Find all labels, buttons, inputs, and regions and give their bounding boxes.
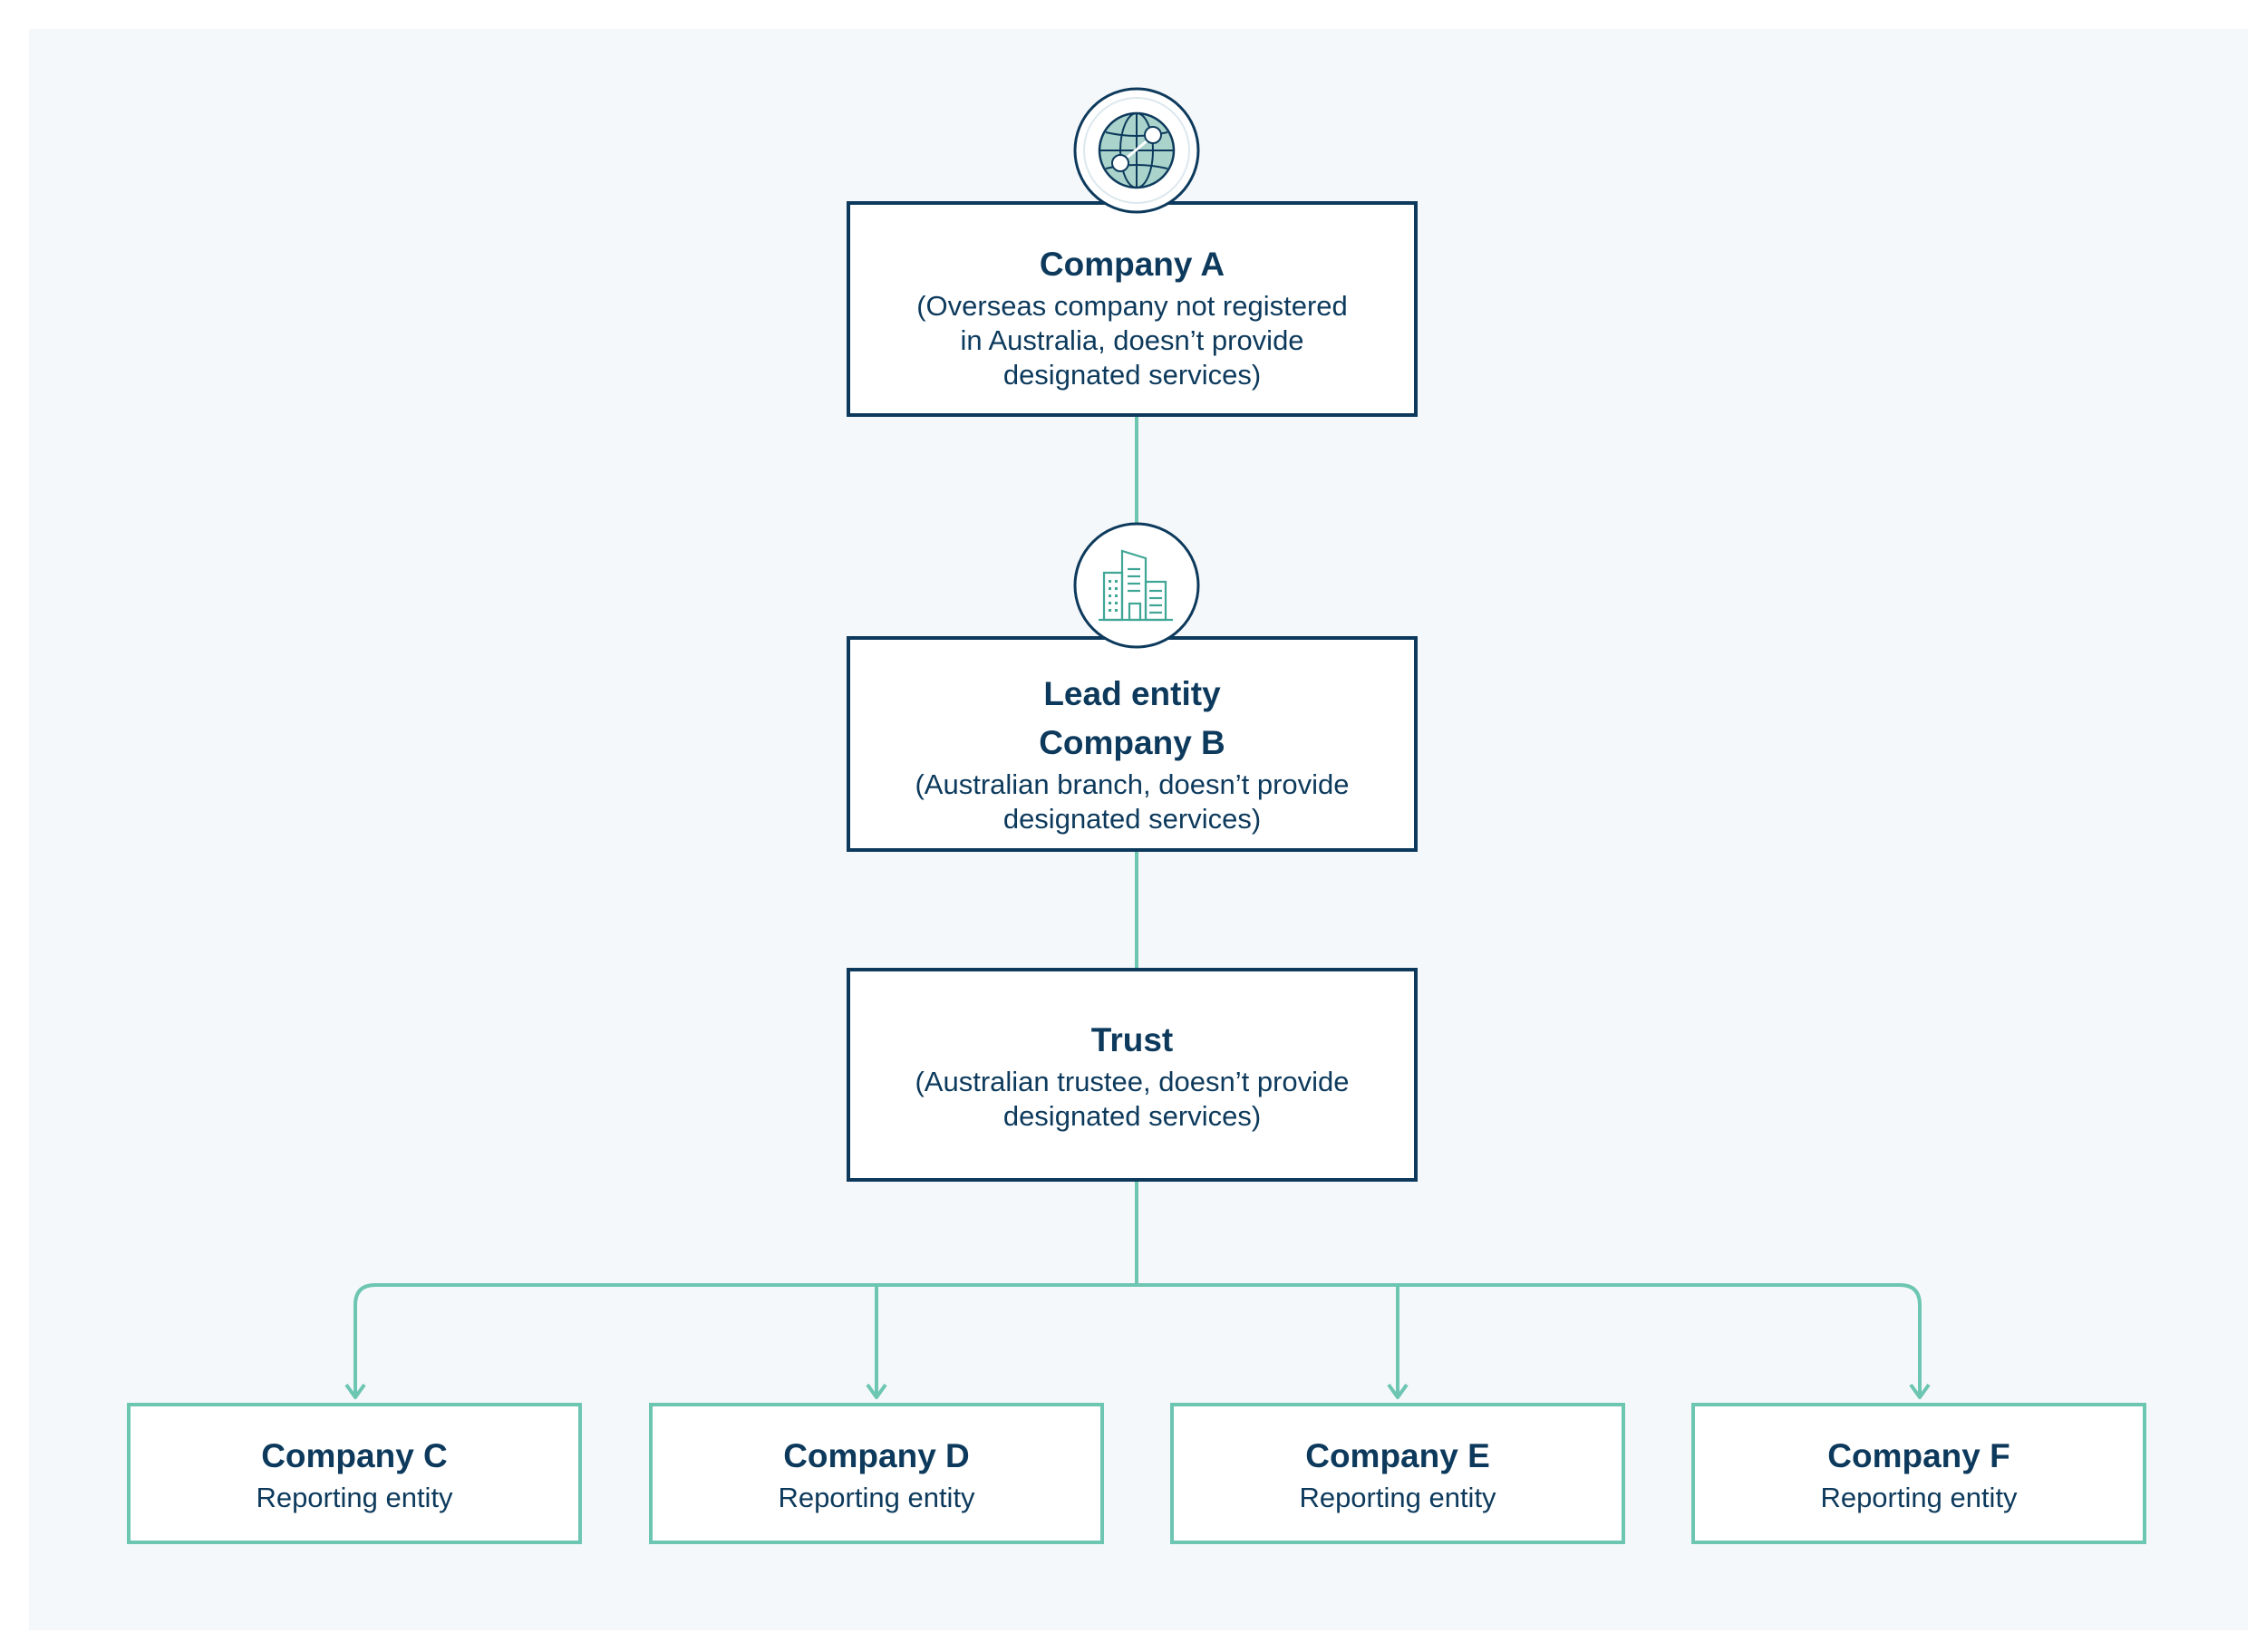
- company-e-desc: Reporting entity: [1299, 1482, 1496, 1513]
- company-a-title: Company A: [1039, 246, 1225, 283]
- company-e-box: Company E Reporting entity: [1170, 1403, 1625, 1544]
- connector-horizontal-bus: [353, 1283, 1922, 1396]
- company-a-desc-line-3: designated services): [1002, 359, 1262, 391]
- company-b-box: Lead entity Company B (Australian branch…: [847, 636, 1418, 852]
- company-b-title: Company B: [1039, 724, 1225, 761]
- company-d-box: Company D Reporting entity: [649, 1403, 1104, 1544]
- arrowhead-company-e: [1387, 1383, 1409, 1399]
- company-b-desc-line-2: designated services): [1002, 803, 1262, 835]
- company-c-title: Company C: [261, 1437, 448, 1474]
- trust-desc-line-1: (Australian trustee, doesn’t provide: [915, 1066, 1350, 1097]
- company-f-box: Company F Reporting entity: [1691, 1403, 2146, 1544]
- office-buildings-icon: [1073, 522, 1200, 649]
- company-f-desc: Reporting entity: [1820, 1482, 2018, 1513]
- company-a-desc-line-1: (Overseas company not registered: [916, 290, 1348, 322]
- trust-desc-line-2: designated services): [1002, 1100, 1262, 1132]
- globe-icon: [1073, 87, 1200, 214]
- company-f-title: Company F: [1827, 1437, 2010, 1474]
- company-e-title: Company E: [1305, 1437, 1490, 1474]
- arrowhead-company-d: [866, 1383, 887, 1399]
- company-d-desc: Reporting entity: [778, 1482, 975, 1513]
- company-c-desc: Reporting entity: [256, 1482, 453, 1513]
- company-c-box: Company C Reporting entity: [127, 1403, 582, 1544]
- company-a-desc-line-2: in Australia, doesn’t provide: [960, 324, 1304, 356]
- arrowhead-company-f: [1909, 1383, 1931, 1399]
- trust-title: Trust: [1090, 1021, 1174, 1058]
- company-a-box: Company A (Overseas company not register…: [847, 201, 1418, 417]
- arrowhead-company-c: [344, 1383, 366, 1399]
- trust-box: Trust (Australian trustee, doesn’t provi…: [847, 968, 1418, 1182]
- company-b-role: Lead entity: [1043, 675, 1221, 712]
- company-b-desc-line-1: (Australian branch, doesn’t provide: [915, 768, 1350, 800]
- company-d-title: Company D: [783, 1437, 970, 1474]
